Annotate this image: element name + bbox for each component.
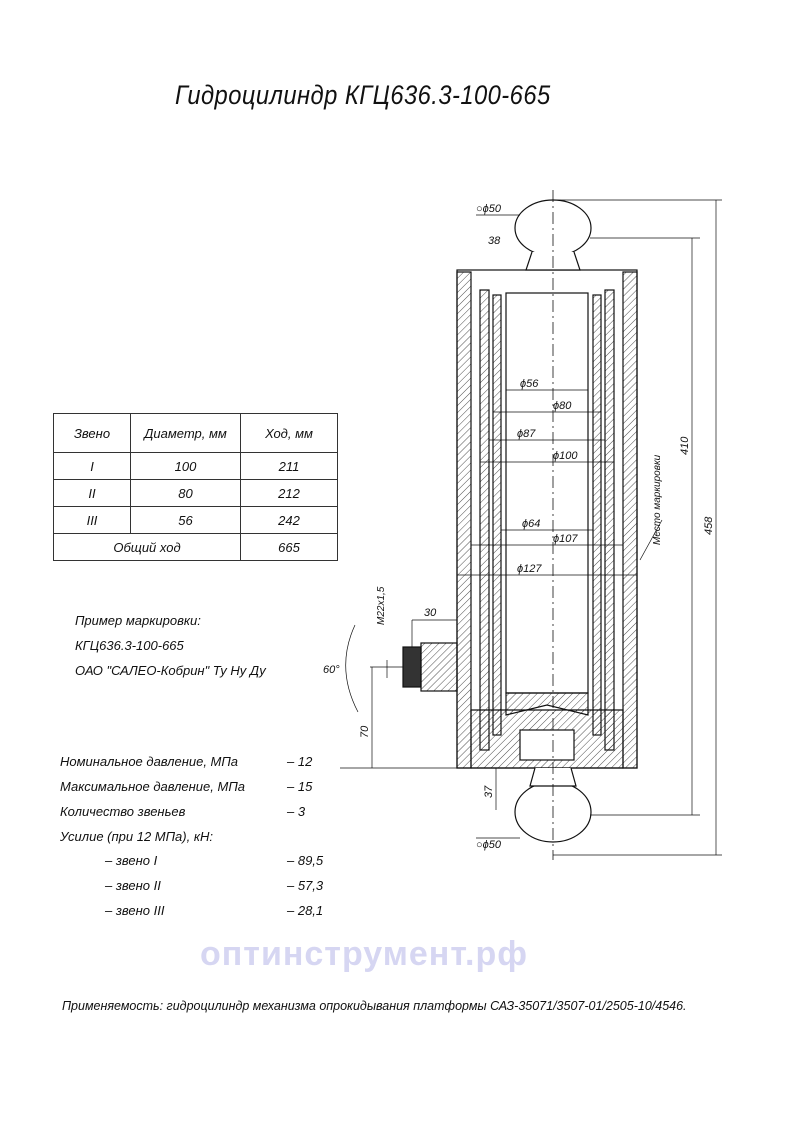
marking-place-label: Место маркировки [652, 454, 663, 545]
dim-d100: ϕ100 [553, 450, 578, 462]
table-row: II 80 212 [53, 479, 338, 507]
header-stage: Звено [53, 413, 131, 453]
dim-d64: ϕ64 [522, 518, 540, 530]
dim-neck: 38 [488, 235, 501, 247]
plunger [505, 292, 589, 694]
dim-top-ball: ○ϕ50 [476, 203, 502, 215]
barrel-wall-right [622, 271, 638, 769]
length-dimensions [340, 199, 722, 856]
header-diameter: Диаметр, мм [130, 413, 241, 453]
port-cap [402, 646, 422, 688]
stage1-wall-right [604, 289, 615, 751]
header-stroke: Ход, мм [240, 413, 338, 453]
spec-label: – звено I [105, 853, 158, 868]
marking-line2: ОАО "САЛЕО-Кобрин" Ту Ну Ду [75, 663, 266, 678]
dim-d56: ϕ56 [520, 378, 539, 390]
table-total-row: Общий ход 665 [53, 533, 338, 561]
barrel-wall-left [456, 271, 472, 769]
dim-bottom-length: 37 [483, 785, 495, 798]
spec-label: Номинальное давление, МПа [60, 754, 239, 769]
dim-thread: M22x1,5 [376, 586, 387, 625]
dim-d87: ϕ87 [517, 428, 536, 440]
cell: III [53, 506, 131, 534]
watermark: оптинструмент.рф [200, 935, 528, 973]
total-value: 665 [240, 533, 338, 561]
stage2-wall-right [592, 294, 602, 736]
marking-line1: КГЦ636.3-100-665 [75, 638, 184, 653]
spec-label: – звено III [105, 903, 165, 918]
spec-value: – 15 [287, 779, 313, 794]
dim-port-length: 30 [424, 607, 437, 619]
cell: 80 [130, 479, 241, 507]
stages-table: Звено Диаметр, мм Ход, мм I 100 211 II 8… [53, 413, 338, 561]
spec-value: – 57,3 [287, 878, 324, 893]
diameter-dimensions [457, 389, 637, 576]
applicability-note: Применяемость: гидроцилиндр механизма оп… [62, 999, 687, 1013]
port-fitting [420, 642, 458, 692]
spec-value: – 28,1 [287, 903, 324, 918]
table-header-row: Звено Диаметр, мм Ход, мм [53, 413, 338, 453]
spec-value: – 3 [287, 804, 306, 819]
dim-d80: ϕ80 [553, 400, 572, 412]
dim-bottom-ball: ○ϕ50 [476, 839, 502, 851]
dim-458: 458 [703, 516, 715, 535]
stage2-wall-left [492, 294, 502, 736]
plunger-bottom [505, 692, 589, 716]
dim-d107: ϕ107 [553, 533, 578, 545]
cell: II [53, 479, 131, 507]
spec-value: – 12 [287, 754, 313, 769]
spec-value: – 89,5 [287, 853, 324, 868]
dim-angle: 60° [323, 664, 340, 676]
table-row: III 56 242 [53, 506, 338, 534]
bottom-socket [519, 729, 575, 761]
page-title: Гидроцилиндр КГЦ636.3-100-665 [175, 80, 551, 110]
spec-label: Максимальное давление, МПа [60, 779, 245, 794]
dim-d127: ϕ127 [517, 563, 542, 575]
dim-410: 410 [679, 436, 691, 455]
cell: 242 [240, 506, 338, 534]
marking-label: Пример маркировки: [75, 613, 201, 628]
dim-port-height: 70 [359, 725, 371, 738]
total-label: Общий ход [53, 533, 241, 561]
spec-label: Усилие (при 12 МПа), кН: [60, 829, 213, 844]
spec-label: Количество звеньев [60, 804, 186, 819]
stage1-wall-left [479, 289, 490, 751]
spec-label: – звено II [105, 878, 161, 893]
